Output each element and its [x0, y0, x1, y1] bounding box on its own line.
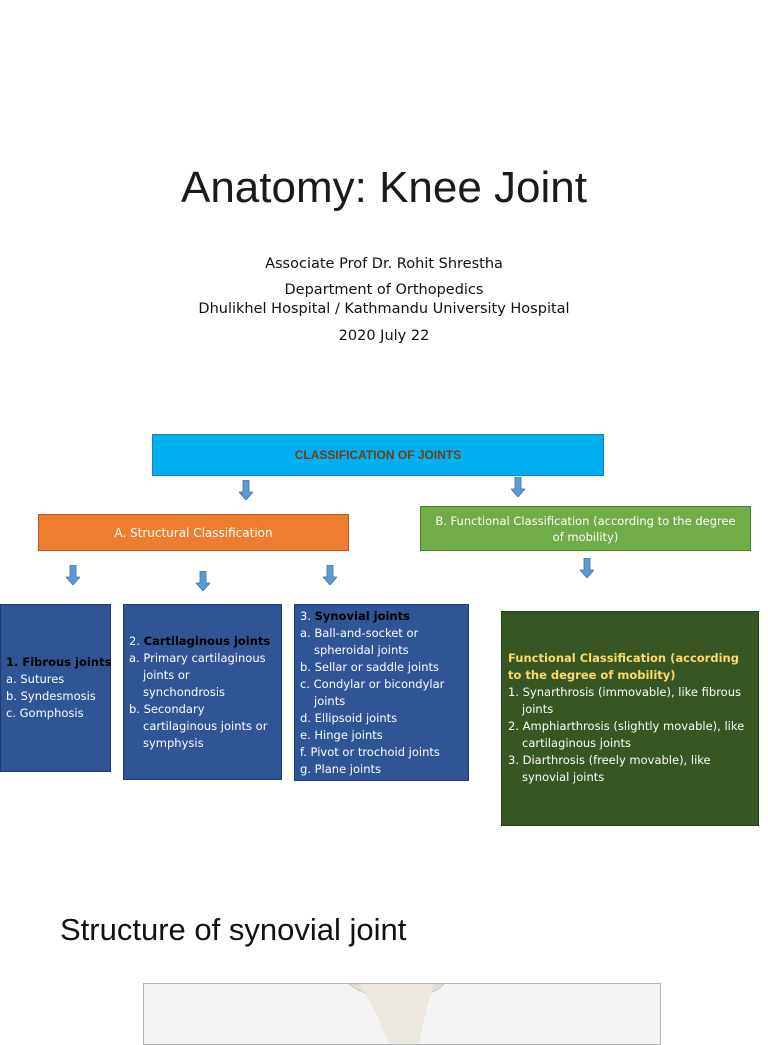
- joint-illustration-icon: [144, 984, 660, 1044]
- down-arrow-icon: [580, 558, 594, 578]
- list-item: f. Pivot or trochoid joints: [300, 745, 440, 759]
- structural-classification-label: A. Structural Classification: [114, 525, 273, 540]
- author-name: Associate Prof Dr. Rohit Shrestha: [265, 256, 503, 272]
- list-item: 1. Synarthrosis (immovable), like fibrou…: [508, 685, 741, 699]
- synovial-number: 3.: [300, 609, 315, 623]
- down-arrow-icon: [66, 565, 80, 585]
- down-arrow-icon: [239, 480, 253, 500]
- down-arrow-icon: [196, 571, 210, 591]
- synovial-joints-card: 3. Synovial joints a. Ball-and-socket or…: [294, 604, 469, 781]
- down-arrow-icon: [511, 477, 525, 497]
- cartilaginous-joints-card: 2. Cartilaginous joints a. Primary carti…: [123, 604, 282, 780]
- classification-root-box: CLASSIFICATION OF JOINTS: [152, 434, 604, 476]
- cartilaginous-number: 2.: [129, 634, 144, 648]
- fibrous-joints-card: 1. Fibrous joints a. Sutures b. Syndesmo…: [0, 604, 111, 772]
- list-item: a. Sutures: [6, 672, 65, 686]
- list-item: joints or: [143, 668, 190, 682]
- structural-classification-box: A. Structural Classification: [38, 514, 349, 551]
- hospital-name: Dhulikhel Hospital / Kathmandu Universit…: [198, 301, 570, 317]
- list-item: 3. Diarthrosis (freely movable), like: [508, 753, 711, 767]
- cartilaginous-joints-title: Cartilaginous joints: [143, 634, 271, 648]
- list-item: joints: [314, 694, 346, 708]
- fibrous-joints-title: 1. Fibrous joints: [6, 655, 112, 669]
- department-name: Department of Orthopedics: [284, 282, 484, 298]
- section-heading: Structure of synovial joint: [60, 912, 407, 947]
- functional-classification-label: B. Functional Classification (according …: [435, 513, 736, 544]
- list-item: b. Syndesmosis: [6, 689, 96, 703]
- list-item: cartilaginous joints: [522, 736, 632, 750]
- list-item: joints: [522, 702, 554, 716]
- functional-classification-title: Functional Classification (according to …: [508, 651, 739, 682]
- list-item: 2. Amphiarthrosis (slightly movable), li…: [508, 719, 745, 733]
- list-item: e. Hinge joints: [300, 728, 383, 742]
- functional-classification-box: B. Functional Classification (according …: [420, 506, 751, 551]
- list-item: b. Secondary: [129, 702, 205, 716]
- functional-classification-card: Functional Classification (according to …: [501, 611, 759, 826]
- list-item: c. Condylar or bicondylar: [300, 677, 445, 691]
- down-arrow-icon: [323, 565, 337, 585]
- list-item: synchondrosis: [143, 685, 226, 699]
- list-item: c. Gomphosis: [6, 706, 84, 720]
- list-item: synovial joints: [522, 770, 605, 784]
- list-item: b. Sellar or saddle joints: [300, 660, 440, 674]
- synovial-joints-title: Synovial joints: [314, 609, 410, 623]
- synovial-joint-image: [143, 983, 661, 1045]
- list-item: spheroidal joints: [314, 643, 409, 657]
- list-item: a. Ball-and-socket or: [300, 626, 419, 640]
- list-item: d. Ellipsoid joints: [300, 711, 398, 725]
- page-title: Anatomy: Knee Joint: [180, 163, 587, 212]
- list-item: a. Primary cartilaginous: [129, 651, 266, 665]
- classification-root-label: CLASSIFICATION OF JOINTS: [294, 448, 462, 462]
- list-item: g. Plane joints: [300, 762, 382, 776]
- list-item: symphysis: [143, 736, 204, 750]
- presentation-date: 2020 July 22: [338, 328, 430, 344]
- list-item: cartilaginous joints or: [143, 719, 268, 733]
